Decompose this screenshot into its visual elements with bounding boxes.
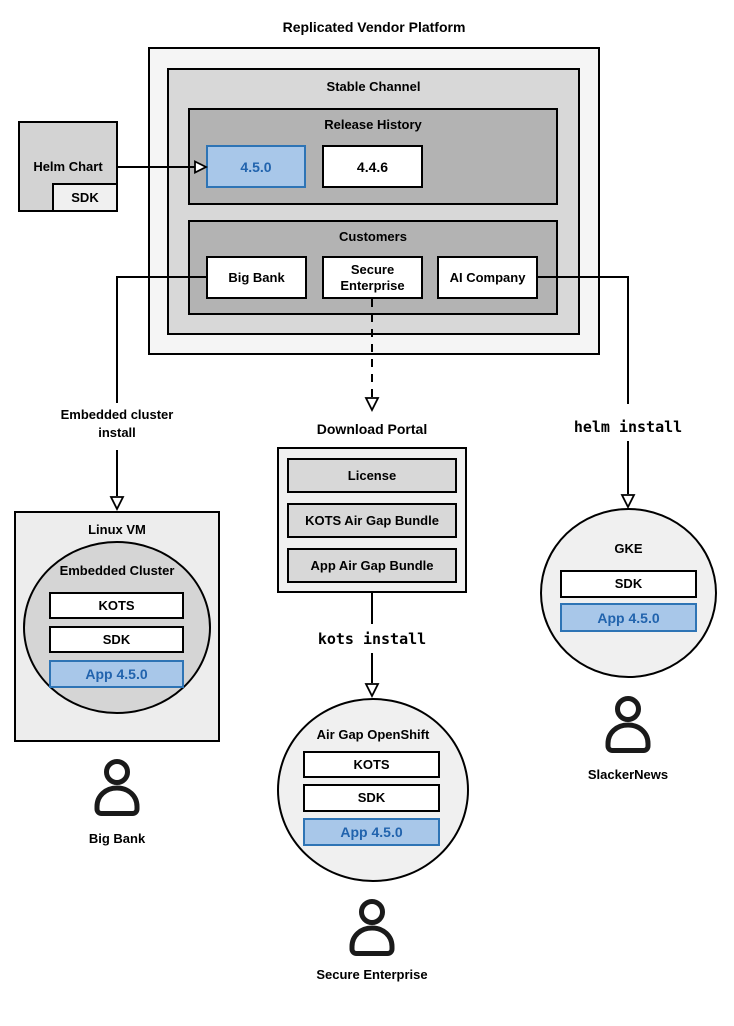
helm-chart-label: Helm Chart: [33, 159, 103, 174]
portal-license-box: License: [287, 458, 457, 493]
gke-app-box: App 4.5.0: [560, 603, 697, 632]
slackernews-person-icon: [605, 696, 651, 753]
embedded-kots-box: KOTS: [49, 592, 184, 619]
customer-big-bank: Big Bank: [206, 256, 307, 299]
openshift-sdk-box: SDK: [303, 784, 440, 812]
kots-install-arrowhead: [364, 683, 380, 699]
customers-title: Customers: [339, 229, 407, 244]
openshift-app-box: App 4.5.0: [303, 818, 440, 846]
embedded-cluster-install-label: Embedded cluster install: [60, 407, 174, 440]
slackernews-user-label: SlackerNews: [587, 767, 669, 782]
release-4-4-6: 4.4.6: [322, 145, 423, 188]
linux-vm-title: Linux VM: [88, 522, 146, 537]
release-history-title: Release History: [324, 117, 422, 132]
embedded-app-box: App 4.5.0: [49, 660, 184, 688]
gke-sdk-box: SDK: [560, 570, 697, 598]
openshift-kots-box: KOTS: [303, 751, 440, 778]
embedded-cluster-title: Embedded Cluster: [59, 563, 175, 578]
download-portal-arrowhead: [364, 397, 380, 413]
portal-app-bundle-box: App Air Gap Bundle: [287, 548, 457, 583]
secure-enterprise-person-icon: [349, 899, 395, 956]
big-bank-user-label: Big Bank: [88, 831, 146, 846]
embedded-sdk-box: SDK: [49, 626, 184, 653]
helm-install-label: helm install: [573, 418, 683, 436]
release-4-5-0: 4.5.0: [206, 145, 306, 188]
big-bank-person-icon: [94, 759, 140, 816]
portal-kots-bundle-box: KOTS Air Gap Bundle: [287, 503, 457, 538]
diagram-title: Replicated Vendor Platform: [282, 19, 466, 35]
secure-enterprise-user-label: Secure Enterprise: [316, 967, 428, 982]
download-portal-title: Download Portal: [316, 421, 428, 437]
embedded-install-arrowhead: [109, 496, 125, 512]
customer-secure-enterprise: Secure Enterprise: [322, 256, 423, 299]
kots-install-label: kots install: [317, 630, 427, 648]
helm-chart-sdk-box: SDK: [52, 183, 118, 212]
openshift-title: Air Gap OpenShift: [316, 727, 430, 742]
helm-install-arrowhead: [620, 494, 636, 510]
customer-ai-company: AI Company: [437, 256, 538, 299]
gke-title: GKE: [614, 541, 643, 556]
stable-channel-title: Stable Channel: [326, 79, 421, 94]
